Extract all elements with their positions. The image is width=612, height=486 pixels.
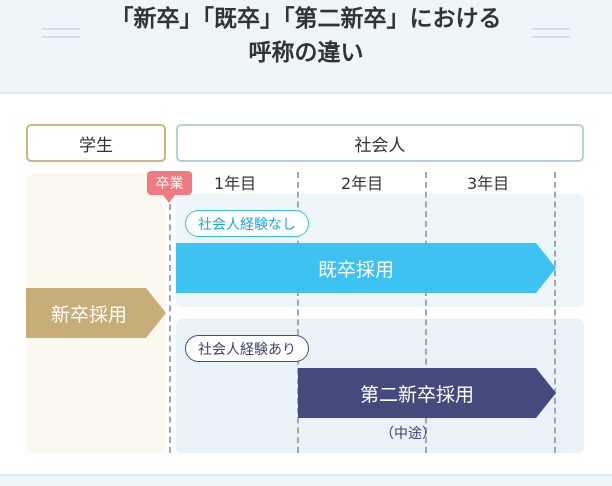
year-divider-1 — [297, 172, 299, 453]
no-experience-tag: 社会人経験なし — [185, 210, 309, 237]
kisotsu-hiring-arrow: 既卒採用 — [176, 243, 556, 293]
new-grad-hiring-arrow: 新卒採用 — [26, 288, 166, 338]
new-grad-hiring-label: 新卒採用 — [50, 303, 127, 326]
second-new-grad-hiring-arrow: 第二新卒採用 — [298, 368, 556, 418]
page-title: 「新卒」「既卒」「第二新卒」における 呼称の違い — [0, 4, 612, 68]
year-label-1: 1年目 — [214, 174, 257, 193]
second-new-grad-hiring-label: 第二新卒採用 — [359, 383, 474, 406]
mid-career-note: （中途） — [380, 426, 436, 442]
title-line-1: 「新卒」「既卒」「第二新卒」における — [110, 6, 502, 32]
title-banner: 「新卒」「既卒」「第二新卒」における 呼称の違い — [0, 0, 612, 94]
title-line-2: 呼称の違い — [248, 40, 364, 66]
graduation-line — [169, 194, 171, 453]
title-decoration-left-top — [42, 28, 80, 30]
with-experience-tag: 社会人経験あり — [185, 335, 309, 362]
year-label-3: 3年目 — [467, 174, 510, 193]
title-decoration-right-top — [532, 28, 570, 30]
kisotsu-hiring-label: 既卒採用 — [317, 258, 394, 281]
title-decoration-right-bottom — [532, 36, 570, 38]
phase-working-label: 社会人 — [176, 124, 584, 162]
title-decoration-left-bottom — [42, 36, 80, 38]
graduation-badge: 卒業 — [147, 171, 192, 203]
year-divider-2 — [425, 172, 427, 453]
year-divider-3 — [554, 172, 556, 453]
year-label-2: 2年目 — [341, 174, 384, 193]
phase-student-label: 学生 — [26, 124, 166, 162]
footer-band — [0, 474, 612, 486]
